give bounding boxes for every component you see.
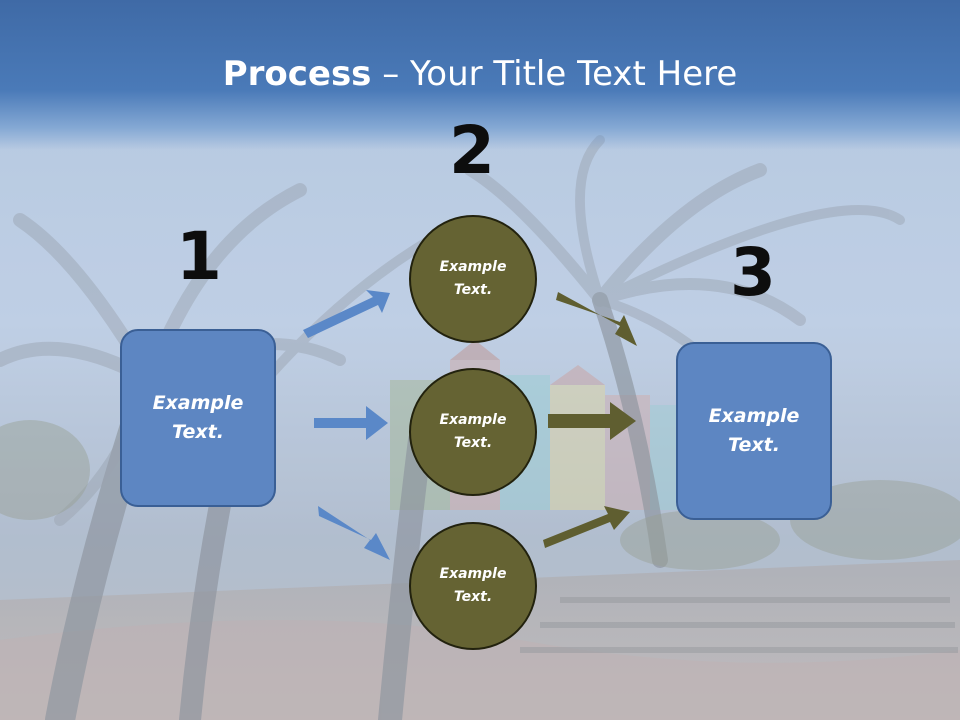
step-2-circle-middle: Example Text.: [409, 368, 537, 496]
arrow-circle2-to-box3: [548, 402, 636, 440]
step-2-circle-top: Example Text.: [409, 215, 537, 343]
step-number-2: 2: [449, 112, 495, 189]
circle-bottom-text: Example Text.: [439, 566, 507, 605]
title-bold: Process: [222, 54, 372, 94]
title-band: [0, 0, 960, 150]
arrow-box1-to-circle2: [314, 406, 388, 440]
step-3-box-text: Example Text.: [708, 405, 800, 456]
arrow-circle1-to-box3: [556, 292, 637, 346]
step-2-circle-bottom: Example Text.: [409, 522, 537, 650]
slide-title: Process – Your Title Text Here: [0, 52, 960, 96]
arrow-circle3-to-box3: [543, 506, 630, 548]
step-1-box-text: Example Text.: [152, 392, 244, 443]
olive-arrows: [543, 292, 637, 548]
step-1-box: Example Text.: [120, 329, 276, 507]
blue-arrows: [303, 290, 390, 560]
circle-top-text: Example Text.: [439, 259, 507, 298]
step-number-3: 3: [730, 234, 776, 311]
step-3-box: Example Text.: [676, 342, 832, 520]
title-rest: – Your Title Text Here: [371, 54, 738, 94]
arrow-box1-to-circle3: [318, 506, 390, 560]
circle-middle-text: Example Text.: [439, 412, 507, 451]
step-number-1: 1: [176, 218, 222, 295]
arrow-box1-to-circle1: [303, 290, 390, 338]
